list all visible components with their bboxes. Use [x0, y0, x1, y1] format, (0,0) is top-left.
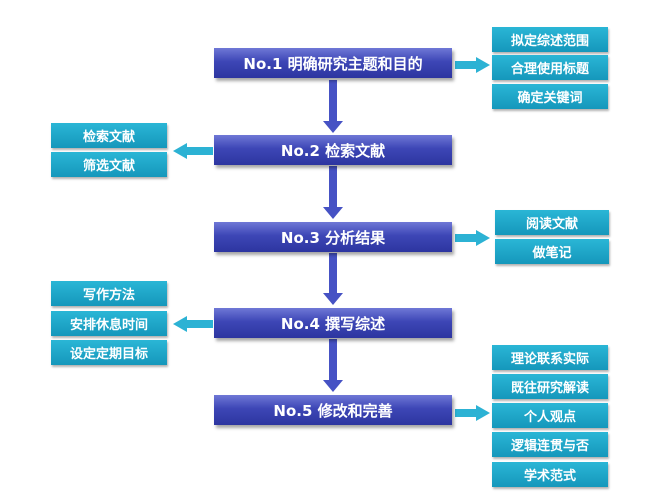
step-1-label: No.1 明确研究主题和目的 [243, 54, 423, 73]
step-2-label: No.2 检索文献 [280, 141, 386, 160]
side-arrow-2 [173, 143, 213, 159]
step-2-item: 筛选文献 [51, 152, 167, 177]
step-4-item: 写作方法 [51, 281, 167, 306]
down-arrow-3 [323, 253, 343, 305]
step-2-item: 检索文献 [51, 123, 167, 148]
side-arrow-5 [455, 405, 490, 421]
step-1-item: 确定关键词 [492, 84, 608, 109]
step-3-item: 做笔记 [495, 239, 609, 264]
step-5-box: No.5 修改和完善 [214, 395, 452, 425]
down-arrow-2 [323, 166, 343, 219]
step-1-item: 合理使用标题 [492, 55, 608, 80]
step-4-item: 设定定期目标 [51, 340, 167, 365]
step-5-item: 个人观点 [492, 403, 608, 428]
step-2-box: No.2 检索文献 [214, 135, 452, 165]
step-4-item: 安排休息时间 [51, 311, 167, 336]
down-arrow-4 [323, 339, 343, 392]
step-5-item: 既往研究解读 [492, 374, 608, 399]
step-5-label: No.5 修改和完善 [273, 401, 393, 420]
step-3-label: No.3 分析结果 [280, 228, 386, 247]
step-4-box: No.4 撰写综述 [214, 308, 452, 338]
down-arrow-1 [323, 80, 343, 133]
step-3-item: 阅读文献 [495, 210, 609, 235]
side-arrow-4 [173, 316, 213, 332]
step-3-box: No.3 分析结果 [214, 222, 452, 252]
step-5-item: 学术范式 [492, 462, 608, 487]
side-arrow-3 [455, 230, 490, 246]
step-4-label: No.4 撰写综述 [280, 314, 386, 333]
step-5-item: 理论联系实际 [492, 345, 608, 370]
step-5-item: 逻辑连贯与否 [492, 432, 608, 457]
step-1-box: No.1 明确研究主题和目的 [214, 48, 452, 78]
side-arrow-1 [455, 57, 490, 73]
step-1-item: 拟定综述范围 [492, 27, 608, 52]
